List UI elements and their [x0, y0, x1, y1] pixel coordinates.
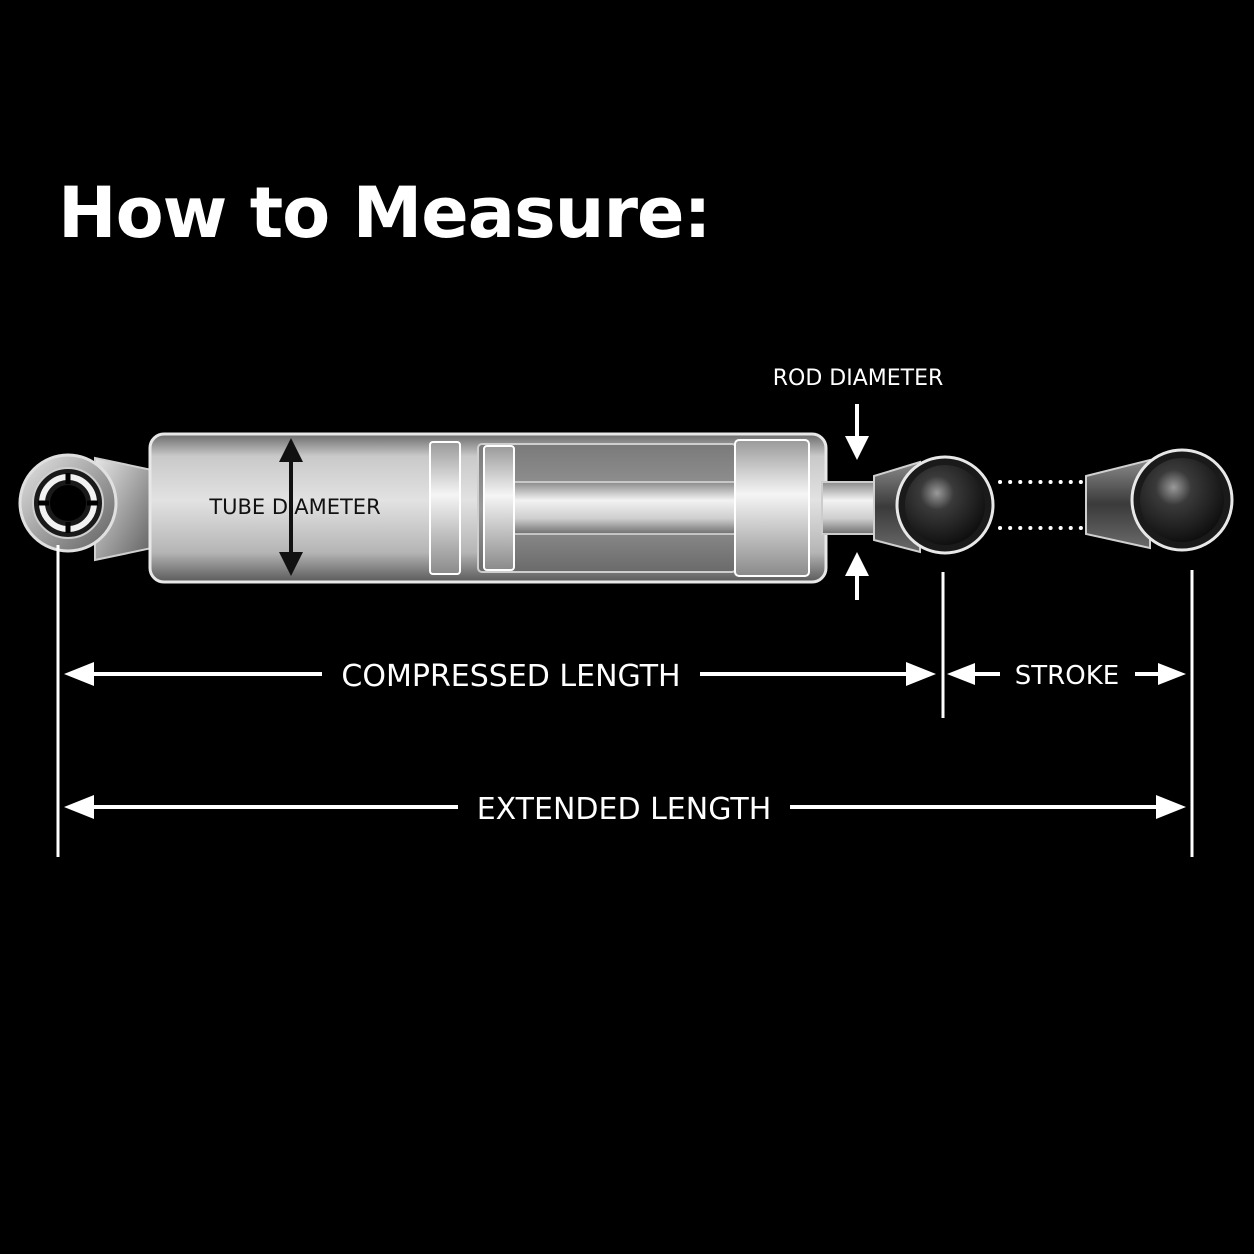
ball-socket-compressed	[873, 455, 995, 555]
extended-length-arrow-icon	[64, 795, 1186, 819]
ball-socket-extended	[1085, 448, 1234, 552]
tube-diameter-label: TUBE DIAMETER	[208, 495, 380, 519]
extended-length-label: EXTENDED LENGTH	[477, 792, 772, 827]
rod-diameter-label: ROD DIAMETER	[773, 366, 944, 391]
stroke-label: STROKE	[1015, 661, 1119, 691]
cylinder-tube	[148, 432, 828, 584]
rod-diameter-arrow-icon	[845, 404, 869, 600]
page-title: How to Measure:	[58, 172, 711, 254]
compressed-length-arrow-icon	[64, 662, 936, 686]
extension-dots	[998, 480, 1092, 530]
compressed-length-label: COMPRESSED LENGTH	[341, 659, 680, 694]
stroke-arrow-icon	[947, 663, 1186, 685]
left-eyelet	[18, 453, 153, 562]
tube-diameter-arrow-icon	[279, 438, 303, 576]
